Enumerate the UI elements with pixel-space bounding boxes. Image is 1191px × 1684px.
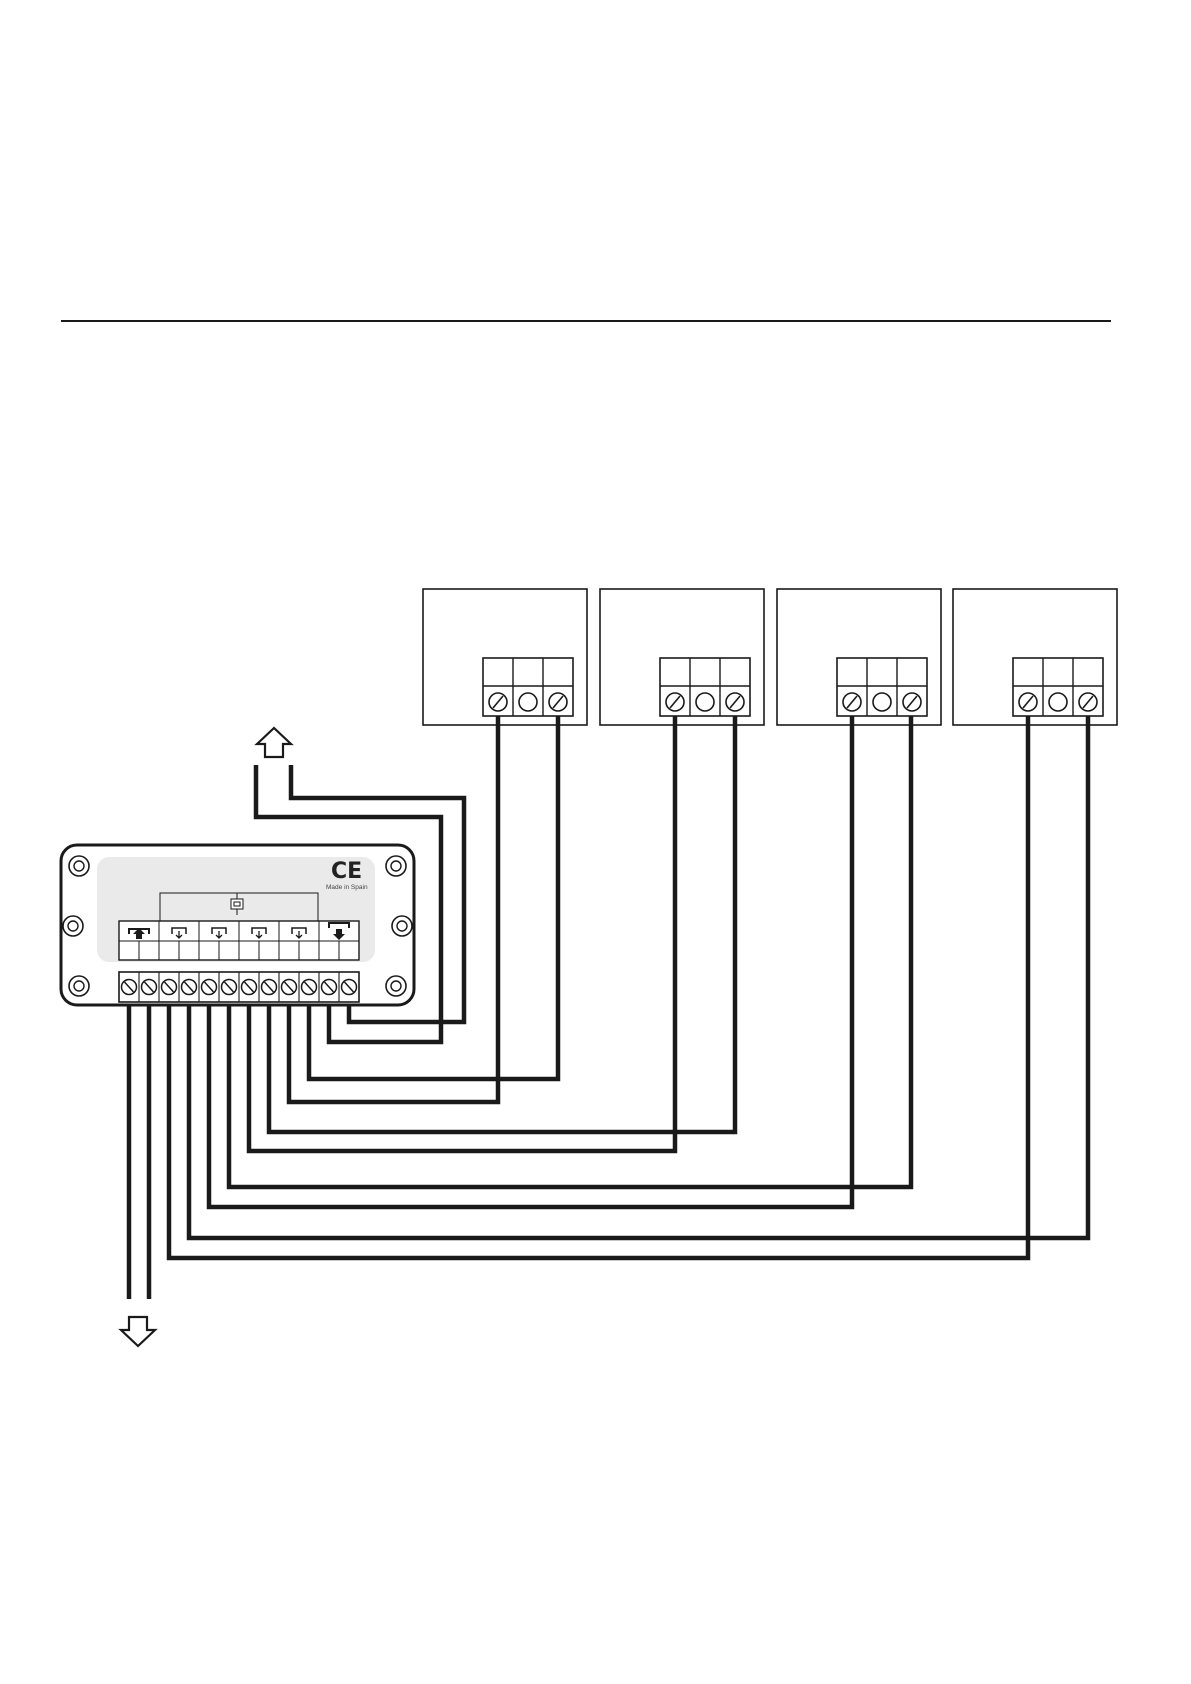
terminal-screw xyxy=(262,980,277,995)
outlet-boxes xyxy=(423,589,1117,725)
terminal-screw xyxy=(342,980,357,995)
terminal-strip xyxy=(119,972,359,1002)
outlet-socket xyxy=(1049,693,1067,711)
outlet-socket xyxy=(696,693,714,711)
outlet-terminal-block xyxy=(837,658,927,716)
arrow-up-icon xyxy=(257,728,291,757)
ce-mark: CE xyxy=(331,859,362,884)
coax-cables xyxy=(129,716,1088,1299)
terminal-screw xyxy=(182,980,197,995)
outlet-terminal-block xyxy=(1013,658,1103,716)
mounting-hole xyxy=(69,976,89,996)
mounting-hole xyxy=(392,916,412,936)
outlet-screw xyxy=(549,693,567,711)
arrow-down-icon xyxy=(121,1317,155,1346)
outlet-socket xyxy=(519,693,537,711)
terminal-screw xyxy=(162,980,177,995)
mounting-hole xyxy=(69,856,89,876)
outlet-socket xyxy=(873,693,891,711)
outlet-box xyxy=(600,589,764,725)
outlet-box xyxy=(953,589,1117,725)
outlet-screw xyxy=(1079,693,1097,711)
splitter-device: CE Made in Spain xyxy=(61,845,414,1005)
terminal-screw xyxy=(222,980,237,995)
port-table xyxy=(119,921,359,960)
outlet-box xyxy=(423,589,587,725)
outlet-screw xyxy=(726,693,744,711)
outlet-terminal-block xyxy=(483,658,573,716)
terminal-screw xyxy=(122,980,137,995)
mounting-hole xyxy=(386,856,406,876)
outlet-screw xyxy=(489,693,507,711)
outlet-screw xyxy=(666,693,684,711)
outlet-box xyxy=(777,589,941,725)
terminal-screw xyxy=(282,980,297,995)
terminal-screw xyxy=(322,980,337,995)
mounting-hole xyxy=(386,976,406,996)
made-in-label: Made in Spain xyxy=(326,884,368,891)
mounting-hole xyxy=(63,916,83,936)
outlet-screw xyxy=(1019,693,1037,711)
terminal-screw xyxy=(202,980,217,995)
outlet-screw xyxy=(903,693,921,711)
outlet-terminal-block xyxy=(660,658,750,716)
outlet-screw xyxy=(843,693,861,711)
terminal-screw xyxy=(142,980,157,995)
terminal-screw xyxy=(302,980,317,995)
terminal-screw xyxy=(242,980,257,995)
